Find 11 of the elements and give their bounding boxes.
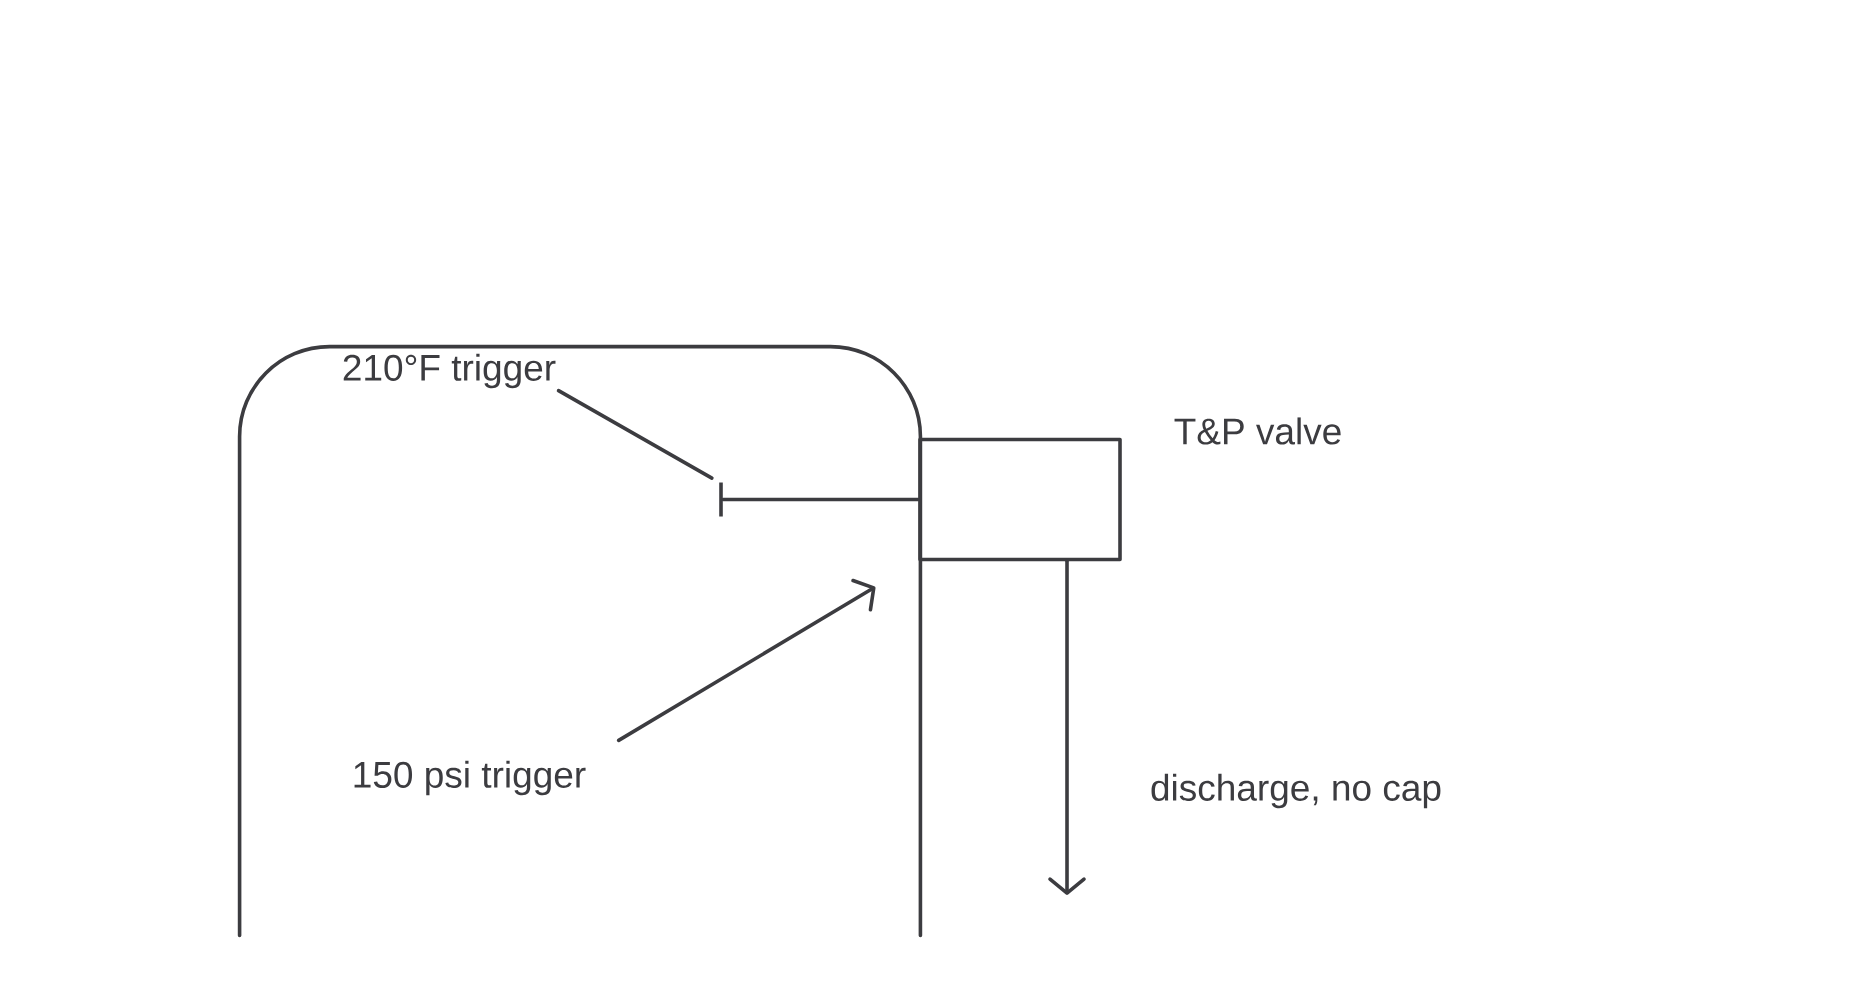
callout-label: 210°F trigger — [343, 353, 556, 389]
discharge-arrow — [1048, 559, 1086, 895]
probe-line — [721, 497, 920, 502]
valve-label: T&P valve — [1174, 417, 1341, 445]
callout-label: 150 psi trigger — [354, 760, 586, 796]
probe-end-bar — [719, 482, 723, 517]
tank-outline — [237, 344, 923, 938]
arrow — [616, 578, 876, 743]
edge-label: discharge, no cap — [1147, 771, 1445, 811]
valve-box — [918, 437, 1122, 562]
leader-line — [556, 388, 714, 480]
